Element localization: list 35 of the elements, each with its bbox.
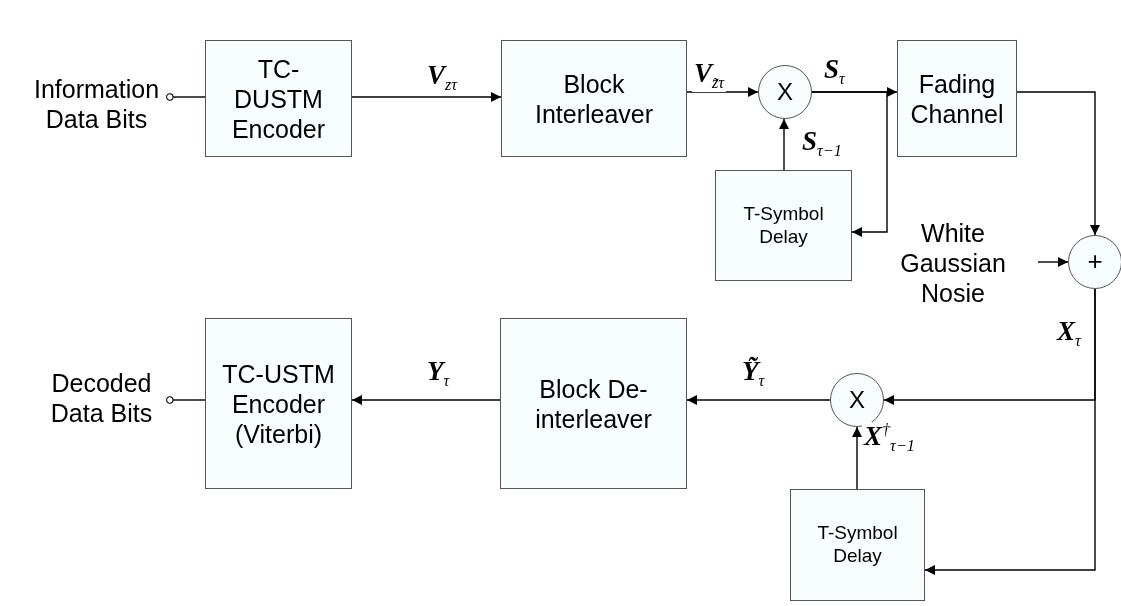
box-label: Block De-interleaver xyxy=(534,373,653,434)
box-label: TC-DUSTM Encoder xyxy=(230,53,327,144)
signal-line xyxy=(166,93,206,101)
arrow xyxy=(779,118,789,171)
box-label: TC-USTM Encoder (Viterbi) xyxy=(221,358,336,449)
arrow xyxy=(852,426,862,490)
deinterleaver-box xyxy=(500,318,687,489)
signal-line xyxy=(166,396,206,404)
arrow xyxy=(351,92,502,102)
box-label: X xyxy=(849,385,865,415)
multiplier-circle xyxy=(758,65,812,119)
arrow xyxy=(351,395,501,405)
box-label: Fading Channel xyxy=(909,68,1005,129)
delay-box xyxy=(790,489,925,601)
arrow xyxy=(686,87,759,97)
channel-box xyxy=(897,40,1017,157)
adder-circle xyxy=(1068,235,1121,289)
multiplier-circle xyxy=(830,373,884,427)
box-label: + xyxy=(1087,246,1103,278)
delay-box xyxy=(715,170,852,281)
interleaver-box xyxy=(501,40,687,157)
arrow xyxy=(924,288,1096,575)
output-label: Decoded Data Bits xyxy=(49,368,154,428)
box-label: Block Interleaver xyxy=(533,68,655,129)
arrow xyxy=(1037,257,1069,267)
box-label: T-Symbol Delay xyxy=(816,522,899,568)
input-label: Information Data Bits xyxy=(32,74,161,134)
box-label: X xyxy=(777,77,793,107)
box-label: T-Symbol Delay xyxy=(742,202,825,249)
arrow xyxy=(811,91,888,237)
arrow xyxy=(1016,91,1100,236)
noise-label: White Gaussian Nosie xyxy=(899,217,1007,308)
encoder-box xyxy=(205,40,352,157)
decoder-box xyxy=(205,318,352,489)
arrow xyxy=(686,395,831,405)
